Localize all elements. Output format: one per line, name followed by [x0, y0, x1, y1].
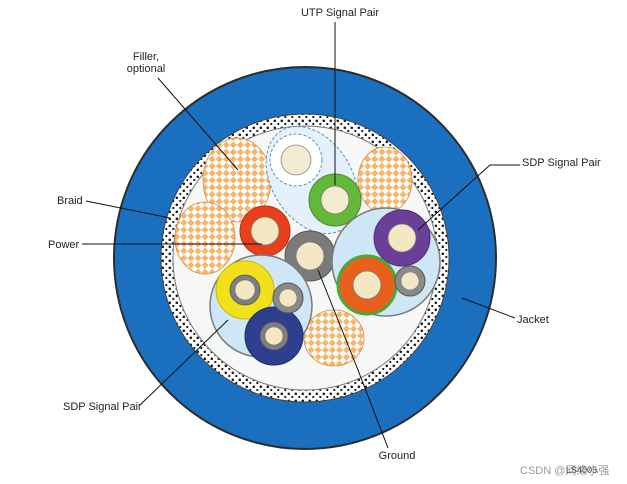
sdp-right-strand-bundle: [387, 223, 417, 253]
filler: [357, 146, 413, 214]
filler: [303, 309, 365, 367]
utp-strand-bundle: [280, 144, 312, 176]
sdp-signal-pair-left: [209, 254, 313, 366]
label-braid: Braid: [57, 195, 83, 207]
label-code: LS4006: [566, 465, 597, 475]
sdp-left-strand-core: [234, 279, 256, 301]
utp-strand-bundle: [320, 185, 350, 215]
label-filler-line2: optional: [127, 63, 166, 75]
label-power: Power: [48, 239, 80, 251]
filler: [174, 201, 236, 275]
sdp-signal-pair-right: [331, 207, 441, 317]
leader-filler: [157, 77, 239, 171]
leader-sdp-right: [417, 164, 520, 231]
label-utp-signal-pair: UTP Signal Pair: [301, 7, 379, 19]
leader-sdp-left: [139, 319, 229, 406]
label-jacket: Jacket: [517, 314, 549, 326]
power-strand-bundle: [250, 216, 280, 246]
sdp-left-drain-strands: [278, 288, 298, 308]
sdp-left-strand-core: [264, 326, 284, 346]
leader-jacket: [461, 297, 516, 319]
watermark: CSDN @网络小强: [520, 463, 609, 477]
leader-braid: [85, 200, 171, 219]
label-sdp-signal-pair-right: SDP Signal Pair: [522, 157, 601, 169]
label-ground: Ground: [379, 450, 416, 462]
sdp-right-strand-bundle: [352, 270, 382, 300]
leader-lines: [82, 22, 520, 449]
label-sdp-signal-pair-left: SDP Signal Pair: [63, 401, 142, 413]
label-filler-line1: Filler,: [133, 51, 159, 63]
sdp-right-drain-strands: [400, 271, 420, 291]
leader-ground: [317, 269, 389, 449]
ground-strand-bundle: [295, 241, 325, 271]
